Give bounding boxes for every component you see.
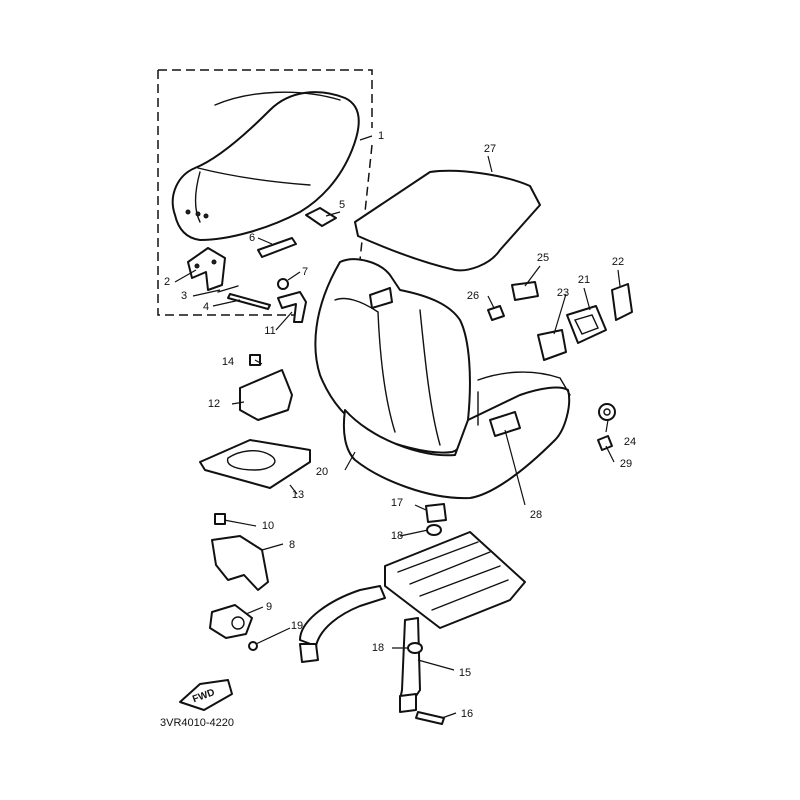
callout-17: 17 [391, 497, 403, 509]
washer-part-18-lower [407, 642, 423, 654]
callout-9: 9 [266, 601, 272, 613]
lock-cover-part [566, 305, 607, 344]
latch-plate-part [537, 329, 567, 361]
callout-11: 11 [264, 325, 275, 337]
lock-part [611, 283, 633, 321]
forward-arrow-icon [179, 679, 233, 711]
holder-part [239, 369, 293, 421]
callout-19: 19 [291, 620, 303, 632]
seat-part [171, 91, 360, 241]
callout-25: 25 [537, 252, 549, 264]
nut-part-7 [277, 278, 289, 290]
callout-2: 2 [164, 276, 170, 288]
bolt-part-10 [214, 513, 226, 525]
callout-29: 29 [620, 458, 632, 470]
screw-part-19 [248, 641, 258, 651]
seat-assembly-boundary [157, 69, 373, 316]
callout-5: 5 [339, 199, 345, 211]
callout-3: 3 [181, 290, 187, 302]
callout-24: 24 [624, 436, 636, 448]
callout-8: 8 [289, 539, 295, 551]
seat-pin-part [217, 285, 239, 293]
nut-part-24 [598, 403, 616, 421]
trunk-lid-pad-part [354, 169, 541, 272]
callout-15: 15 [459, 667, 471, 679]
seat-pad-part [305, 207, 337, 227]
tray-part [199, 439, 311, 489]
seat-strip-part [257, 237, 297, 258]
callout-1: 1 [378, 130, 384, 142]
seat-bolt-part [227, 293, 271, 310]
callout-13: 13 [292, 489, 304, 501]
trunk-bracket-part [489, 411, 521, 437]
callout-23: 23 [557, 287, 569, 299]
callout-26: 26 [467, 290, 479, 302]
callout-20: 20 [316, 466, 328, 478]
lock-cylinder-part [209, 604, 253, 639]
callout-18b: 18 [372, 642, 384, 654]
callout-6: 6 [249, 232, 255, 244]
bolt-part-16 [415, 711, 445, 725]
carrier-rack-part [299, 531, 526, 713]
callout-28: 28 [530, 509, 542, 521]
callout-4: 4 [203, 301, 209, 313]
callout-22: 22 [612, 256, 624, 268]
callout-7: 7 [302, 266, 308, 278]
lock-bracket-part [211, 535, 269, 591]
callout-12: 12 [208, 398, 220, 410]
callout-27: 27 [484, 143, 496, 155]
diagram-code: 3VR4010-4220 [160, 717, 234, 729]
hinge-plate-part [511, 281, 539, 301]
seat-hinge-part [187, 247, 226, 291]
callout-14: 14 [222, 356, 234, 368]
rivet-part [597, 435, 613, 451]
callout-18a: 18 [391, 530, 403, 542]
washer-part-18-upper [426, 524, 442, 536]
trunk-body-part [314, 258, 571, 500]
callout-16: 16 [461, 708, 473, 720]
leader-lines [174, 135, 621, 719]
callout-21: 21 [578, 274, 590, 286]
bolt-part-26 [487, 305, 505, 321]
damper-part [425, 503, 447, 523]
seat-catch-part [277, 291, 307, 323]
callout-10: 10 [262, 520, 274, 532]
